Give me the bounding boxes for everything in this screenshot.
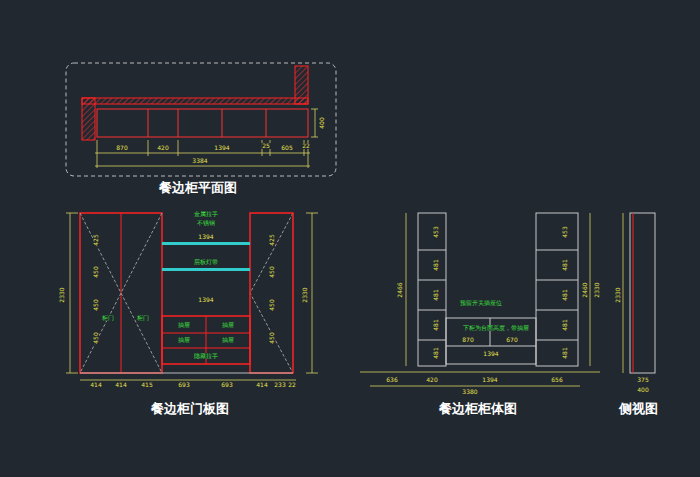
dimension: 2330 bbox=[615, 286, 621, 303]
note: 抽屉 bbox=[221, 322, 235, 328]
dimension: 656 bbox=[550, 377, 563, 383]
dimension: 25 bbox=[261, 143, 271, 149]
note: 抽屉 bbox=[221, 337, 235, 343]
dimension: 453 bbox=[433, 225, 439, 238]
dimension: 414 bbox=[89, 382, 102, 388]
dimension: 481 bbox=[433, 318, 439, 331]
note: 柜门 bbox=[101, 315, 115, 321]
dimension: 450 bbox=[93, 265, 99, 278]
dimension: 1394 bbox=[482, 351, 499, 357]
dimension: 870 bbox=[461, 337, 474, 343]
dimension: 2330 bbox=[59, 286, 65, 303]
dimension: 414 bbox=[255, 382, 268, 388]
view-title: 餐边柜平面图 bbox=[158, 181, 238, 194]
dimension: 636 bbox=[385, 377, 398, 383]
dimension: 453 bbox=[562, 225, 568, 238]
dimension: 481 bbox=[562, 346, 568, 359]
view-title: 侧视图 bbox=[618, 402, 659, 415]
dimension: 425 bbox=[93, 233, 99, 246]
dimension: 3380 bbox=[461, 389, 478, 395]
dimension: 420 bbox=[156, 145, 169, 151]
note: 抽屉 bbox=[177, 337, 191, 343]
note: 柜门 bbox=[136, 315, 150, 321]
dimension: 481 bbox=[562, 258, 568, 271]
dimension: 1394 bbox=[197, 297, 214, 303]
dimension: 481 bbox=[433, 346, 439, 359]
dimension: 22 bbox=[287, 382, 297, 388]
dimension: 2466 bbox=[397, 281, 403, 298]
dimension: 425 bbox=[269, 233, 275, 246]
view-title: 餐边柜门板图 bbox=[150, 402, 230, 415]
dimension: 693 bbox=[177, 382, 190, 388]
dimension: 481 bbox=[433, 258, 439, 271]
dimension: 481 bbox=[562, 288, 568, 301]
dimension: 2460 bbox=[582, 281, 588, 298]
dimension: 450 bbox=[269, 298, 275, 311]
dimension: 450 bbox=[93, 298, 99, 311]
dimension: 2330 bbox=[594, 281, 600, 298]
note: 不锈钢 bbox=[196, 220, 216, 226]
note: 层板灯带 bbox=[193, 259, 219, 265]
dimension: 3384 bbox=[191, 158, 208, 164]
dimension: 670 bbox=[505, 337, 518, 343]
dimension: 22 bbox=[301, 143, 311, 149]
dimension: 400 bbox=[636, 387, 649, 393]
dimension: 450 bbox=[269, 331, 275, 344]
note: 抽屉 bbox=[177, 322, 191, 328]
dimension: 605 bbox=[280, 145, 293, 151]
dimension: 414 bbox=[114, 382, 127, 388]
note: 金属拉手 bbox=[193, 211, 219, 217]
dimension: 450 bbox=[269, 265, 275, 278]
dimension: 1394 bbox=[213, 145, 230, 151]
view-title: 餐边柜柜体图 bbox=[438, 402, 518, 415]
dimension: 870 bbox=[115, 145, 128, 151]
dimension: 481 bbox=[433, 288, 439, 301]
dimension: 415 bbox=[140, 382, 153, 388]
dimension: 1394 bbox=[197, 234, 214, 240]
dimension: 400 bbox=[319, 116, 325, 129]
note: 隐藏拉手 bbox=[193, 353, 219, 359]
dimension: 693 bbox=[220, 382, 233, 388]
dimension: 233 bbox=[273, 382, 286, 388]
note: 预留开关插座位 bbox=[459, 300, 503, 306]
dimension: 1394 bbox=[481, 377, 498, 383]
note: 下柜为台面高度，带抽屉 bbox=[462, 325, 530, 331]
dimension: 375 bbox=[636, 377, 649, 383]
dimension: 481 bbox=[562, 318, 568, 331]
dimension: 2330 bbox=[302, 286, 308, 303]
dimension: 420 bbox=[425, 377, 438, 383]
dimension: 450 bbox=[93, 331, 99, 344]
